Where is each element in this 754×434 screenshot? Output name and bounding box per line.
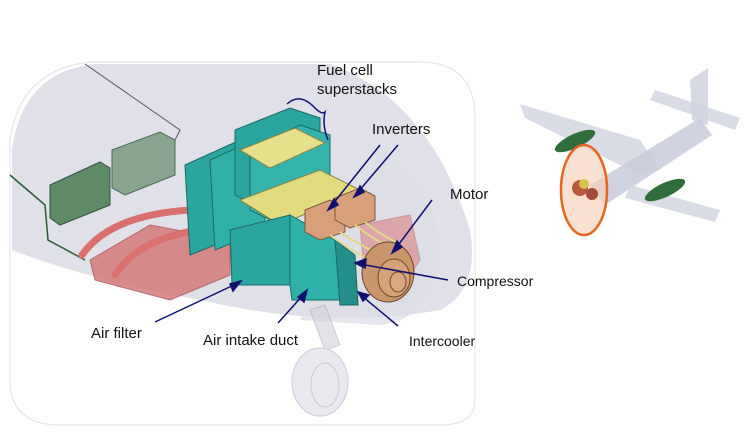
label-inverters: Inverters xyxy=(372,121,431,138)
airplane-overview xyxy=(520,68,740,237)
label-fuel-cell: Fuel cell xyxy=(317,62,373,79)
inverters xyxy=(304,187,376,241)
label-air-filter: Air filter xyxy=(91,325,142,342)
cables xyxy=(329,221,401,261)
leader-lines xyxy=(154,144,449,327)
nose-landing-gear xyxy=(291,304,349,417)
label-intercooler: Intercooler xyxy=(409,333,476,349)
label-motor: Motor xyxy=(450,186,489,203)
battery-modules xyxy=(49,131,176,226)
label-compressor: Compressor xyxy=(457,273,534,289)
superstacks-brace xyxy=(286,98,329,141)
label-air-intake-duct: Air intake duct xyxy=(203,332,299,349)
frame-line xyxy=(84,63,181,141)
wire xyxy=(9,174,86,261)
nacelle-left xyxy=(554,129,596,153)
motor xyxy=(361,241,415,303)
label-superstacks: superstacks xyxy=(317,81,398,98)
nacelle-right xyxy=(644,178,686,202)
